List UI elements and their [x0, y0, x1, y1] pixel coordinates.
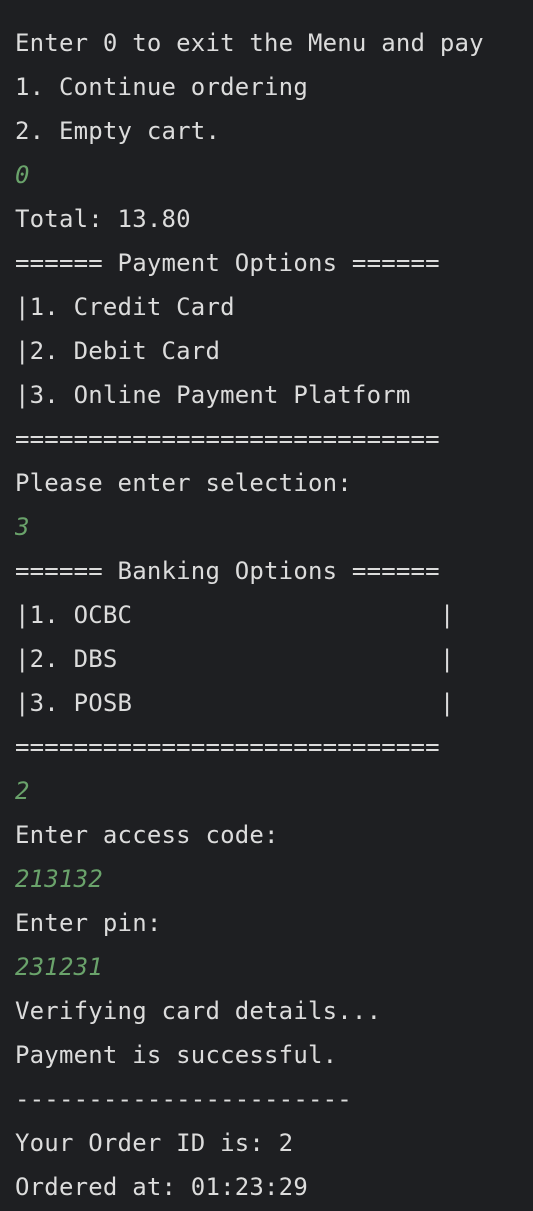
console-output-line: ----------------------- — [15, 1085, 352, 1113]
console-output-line: |1. Credit Card — [15, 293, 235, 321]
console-user-input-line: 0 — [15, 161, 30, 189]
console-output-line: |2. DBS | — [15, 645, 455, 673]
console-output-line: Total: 13.80 — [15, 205, 191, 233]
console-output-line: ====== Banking Options ====== — [15, 557, 440, 585]
console-output-line: ============================= — [15, 733, 440, 761]
console-output-line: ============================= — [15, 425, 440, 453]
console-output-line: Enter pin: — [15, 909, 162, 937]
console-output-line: Enter 0 to exit the Menu and pay — [15, 29, 484, 57]
console-output-line: |2. Debit Card — [15, 337, 221, 365]
console-user-input-line: 231231 — [15, 953, 103, 981]
console-user-input-line: 3 — [15, 513, 30, 541]
console-output-line: |3. POSB | — [15, 689, 455, 717]
console-output-line: Ordered at: 01:23:29 — [15, 1173, 308, 1201]
console-output-line: Please enter selection: — [15, 469, 352, 497]
console-output-line: 1. Continue ordering — [15, 73, 308, 101]
console-output-line: ====== Payment Options ====== — [15, 249, 440, 277]
console-output-line: Verifying card details... — [15, 997, 382, 1025]
console-output-line: Enter access code: — [15, 821, 279, 849]
console-output-line: 2. Empty cart. — [15, 117, 221, 145]
console-output-line: |3. Online Payment Platform — [15, 381, 411, 409]
console-output-line: |1. OCBC | — [15, 601, 455, 629]
console-user-input-line: 213132 — [15, 865, 103, 893]
console-output-line: Your Order ID is: 2 — [15, 1129, 294, 1157]
console-output-line: Payment is successful. — [15, 1041, 338, 1069]
console-user-input-line: 2 — [15, 777, 30, 805]
